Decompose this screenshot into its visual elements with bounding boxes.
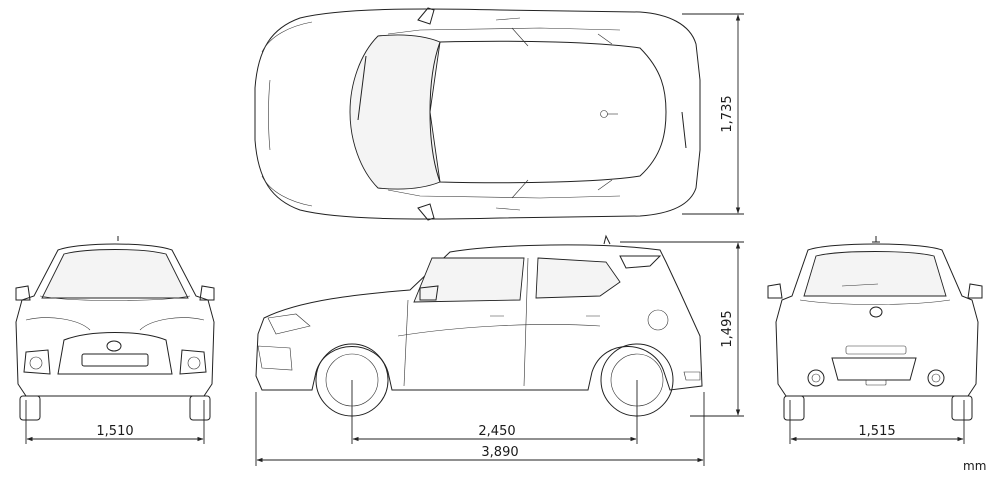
overall-width-label: 1,735 (720, 95, 735, 132)
track-rear-label: 1,515 (858, 424, 895, 439)
side-view (255, 234, 703, 417)
unit-label: mm (963, 459, 986, 473)
dimension-track-front: 1,510 (25, 400, 205, 444)
overall-length-label: 3,890 (481, 445, 518, 460)
track-front-label: 1,510 (96, 424, 133, 439)
top-view (254, 7, 701, 221)
front-view (15, 236, 215, 421)
wheelbase-label: 2,450 (478, 424, 515, 439)
dimension-track-rear: 1,515 (789, 400, 965, 444)
dimension-wheelbase: 2,450 (351, 380, 638, 444)
dimension-overall-width: 1,735 (682, 13, 744, 215)
rear-view (767, 236, 983, 421)
dimension-overall-height: 1,495 (620, 241, 744, 417)
overall-height-label: 1,495 (720, 310, 735, 347)
dimension-overall-length: 3,890 (255, 392, 705, 466)
